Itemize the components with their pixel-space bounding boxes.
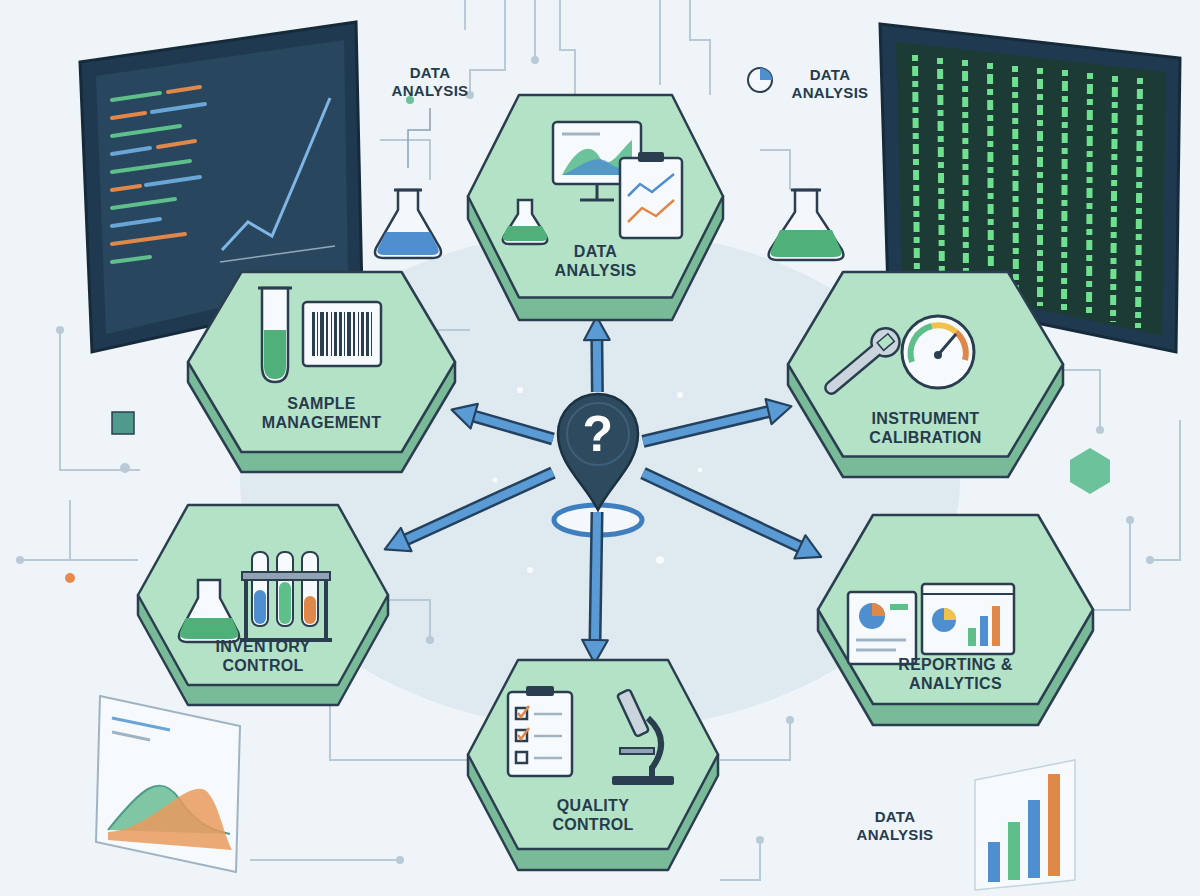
checklist-icon [508, 686, 572, 776]
question-mark: ? [583, 409, 614, 459]
module-tile: QUALITY CONTROL [468, 660, 718, 870]
tile-label: DATA ANALYSIS [546, 243, 646, 280]
small-cube [112, 412, 134, 434]
flow-arrow [595, 512, 597, 640]
left-flask [375, 190, 441, 258]
flow-arrow [406, 473, 553, 540]
barcode-icon [303, 302, 381, 366]
leader-line [408, 108, 430, 168]
arrow-shaft [643, 412, 769, 442]
arrow-outline [590, 340, 604, 392]
microscope-icon [612, 689, 674, 785]
pin-rim [567, 403, 629, 465]
tile-label: REPORTING & ANALYTICS [888, 656, 1023, 693]
arrow-shaft [595, 512, 597, 640]
floating-label: DATA ANALYSIS [845, 808, 945, 844]
arrow-shaft [643, 473, 800, 547]
report-doc-icon [848, 592, 916, 664]
arrow-outline [406, 473, 553, 540]
arrow-outline [643, 412, 769, 442]
arrow-shaft [593, 340, 602, 392]
tile-top [138, 505, 388, 685]
flow-arrow [643, 412, 769, 442]
report-chart-icon [922, 584, 1014, 654]
clipboard-chart-icon [620, 152, 682, 238]
flow-arrow [474, 416, 553, 439]
bottom-right-bars [975, 760, 1075, 890]
pie-icon [748, 68, 772, 92]
bottom-left-chart [96, 696, 240, 872]
right-flask [769, 190, 844, 260]
hexagon-tile-shape [468, 660, 718, 870]
tile-top [468, 660, 718, 849]
small-flask-icon [503, 200, 548, 244]
flow-arrow [643, 473, 800, 547]
circuit-lines [20, 0, 1180, 880]
arrow-shaft [406, 473, 553, 540]
orange-dot [65, 573, 75, 583]
arrow-outline [643, 473, 800, 547]
flow-arrow [596, 340, 598, 392]
inventory-flask-icon [179, 580, 239, 642]
gauge-icon [902, 316, 974, 388]
tile-top [788, 272, 1063, 457]
tile-top [468, 95, 723, 298]
question-pin: ? [553, 392, 643, 512]
arrow-outline [474, 416, 553, 439]
tile-label: QUALITY CONTROL [541, 797, 646, 834]
tile-label: INSTRUMENT CALIBRATION [858, 410, 993, 447]
tile-top [188, 272, 455, 452]
tile-label: INVENTORY CONTROL [203, 638, 323, 675]
arrow-shaft [474, 416, 553, 439]
small-hexagon [1070, 448, 1110, 494]
tube-rack-icon [240, 552, 332, 642]
floating-label: DATA ANALYSIS [380, 64, 480, 100]
tile-label: SAMPLE MANAGEMENT [257, 395, 387, 432]
pin-body [558, 394, 638, 510]
wrench-icon [818, 323, 905, 403]
tile-top [818, 515, 1093, 704]
test-tube-icon [258, 288, 292, 382]
arrow-outline [595, 512, 597, 640]
floating-label: DATA ANALYSIS [780, 66, 880, 102]
